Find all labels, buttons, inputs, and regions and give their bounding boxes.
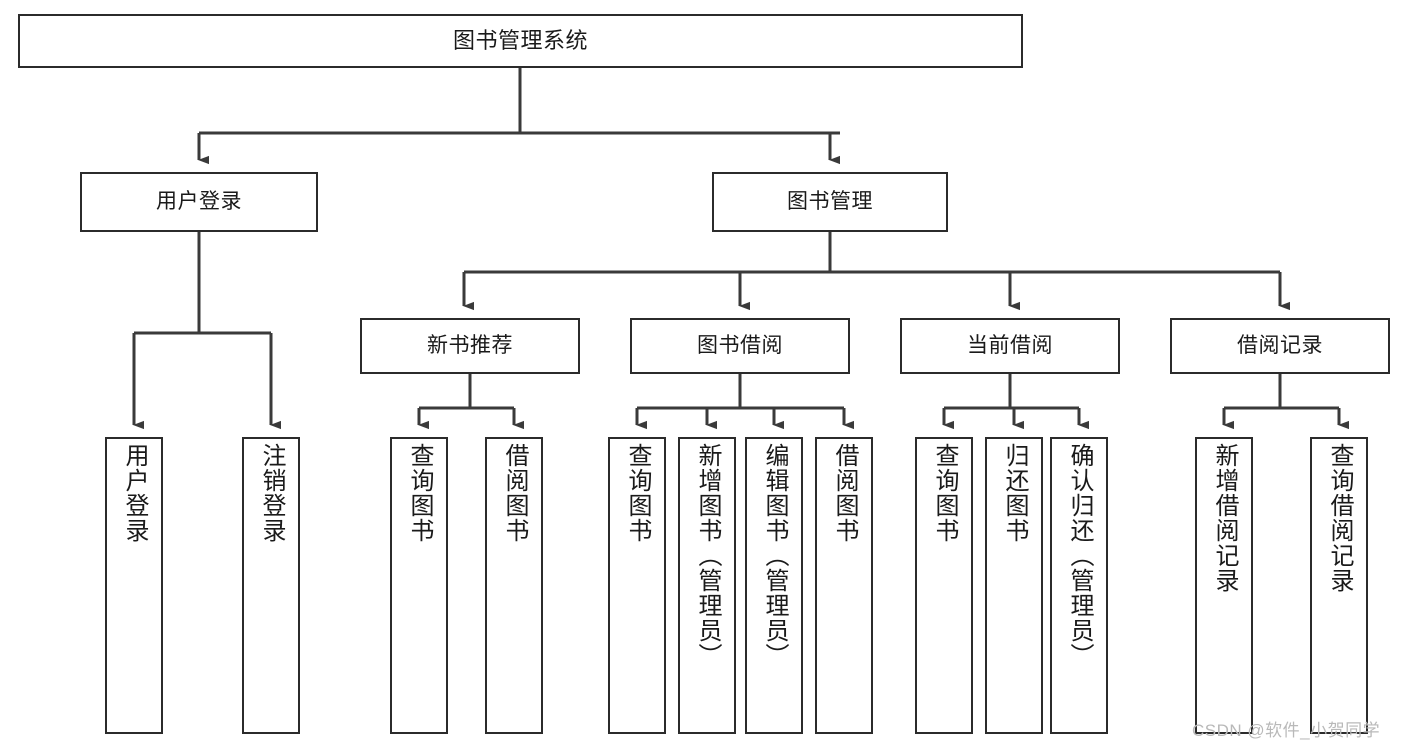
node-leaf-label: 查询图书 [624,443,651,543]
node-leaf-return-book[interactable]: 归还图书 [985,437,1043,734]
node-root[interactable]: 图书管理系统 [18,14,1023,68]
node-level2-current-borrow[interactable]: 当前借阅 [900,318,1120,374]
node-leaf-label: 确认归还（管理员） [1066,443,1093,668]
node-leaf-query-book-newbook[interactable]: 查询图书 [390,437,448,734]
node-leaf-query-book-borrow[interactable]: 查询图书 [608,437,666,734]
node-leaf-label: 查询图书 [931,443,958,543]
node-leaf-label: 注销登录 [258,443,285,543]
csdn-watermark: CSDN @软件_小贺同学 [1192,721,1381,740]
node-leaf-edit-book-admin[interactable]: 编辑图书（管理员） [745,437,803,734]
node-leaf-label: 编辑图书（管理员） [761,443,788,668]
node-level2-book-borrow-label: 图书借阅 [697,333,783,357]
node-leaf-logout[interactable]: 注销登录 [242,437,300,734]
node-root-label: 图书管理系统 [452,28,588,54]
node-leaf-label: 新增借阅记录 [1211,443,1238,593]
node-leaf-label: 用户登录 [121,443,148,543]
node-leaf-add-borrow-record[interactable]: 新增借阅记录 [1195,437,1253,734]
node-level1-user-login[interactable]: 用户登录 [80,172,318,232]
node-leaf-add-book-admin[interactable]: 新增图书（管理员） [678,437,736,734]
node-leaf-label: 归还图书 [1001,443,1028,543]
node-level1-book-management[interactable]: 图书管理 [712,172,948,232]
node-leaf-label: 查询借阅记录 [1326,443,1353,593]
node-level2-new-book-recommend[interactable]: 新书推荐 [360,318,580,374]
node-leaf-query-borrow-record[interactable]: 查询借阅记录 [1310,437,1368,734]
node-leaf-label: 借阅图书 [501,443,528,543]
node-level2-borrow-record-label: 借阅记录 [1237,333,1323,357]
node-level2-new-book-recommend-label: 新书推荐 [427,333,513,357]
node-leaf-confirm-return-admin[interactable]: 确认归还（管理员） [1050,437,1108,734]
node-leaf-query-book-current[interactable]: 查询图书 [915,437,973,734]
node-leaf-borrow-book[interactable]: 借阅图书 [815,437,873,734]
node-level2-borrow-record[interactable]: 借阅记录 [1170,318,1390,374]
node-leaf-label: 借阅图书 [831,443,858,543]
node-leaf-borrow-book-newbook[interactable]: 借阅图书 [485,437,543,734]
node-level1-user-login-label: 用户登录 [156,189,242,213]
node-level2-book-borrow[interactable]: 图书借阅 [630,318,850,374]
node-level1-book-management-label: 图书管理 [787,189,873,213]
node-leaf-user-login[interactable]: 用户登录 [105,437,163,734]
node-leaf-label: 查询图书 [406,443,433,543]
node-leaf-label: 新增图书（管理员） [694,443,721,668]
node-level2-current-borrow-label: 当前借阅 [967,333,1053,357]
